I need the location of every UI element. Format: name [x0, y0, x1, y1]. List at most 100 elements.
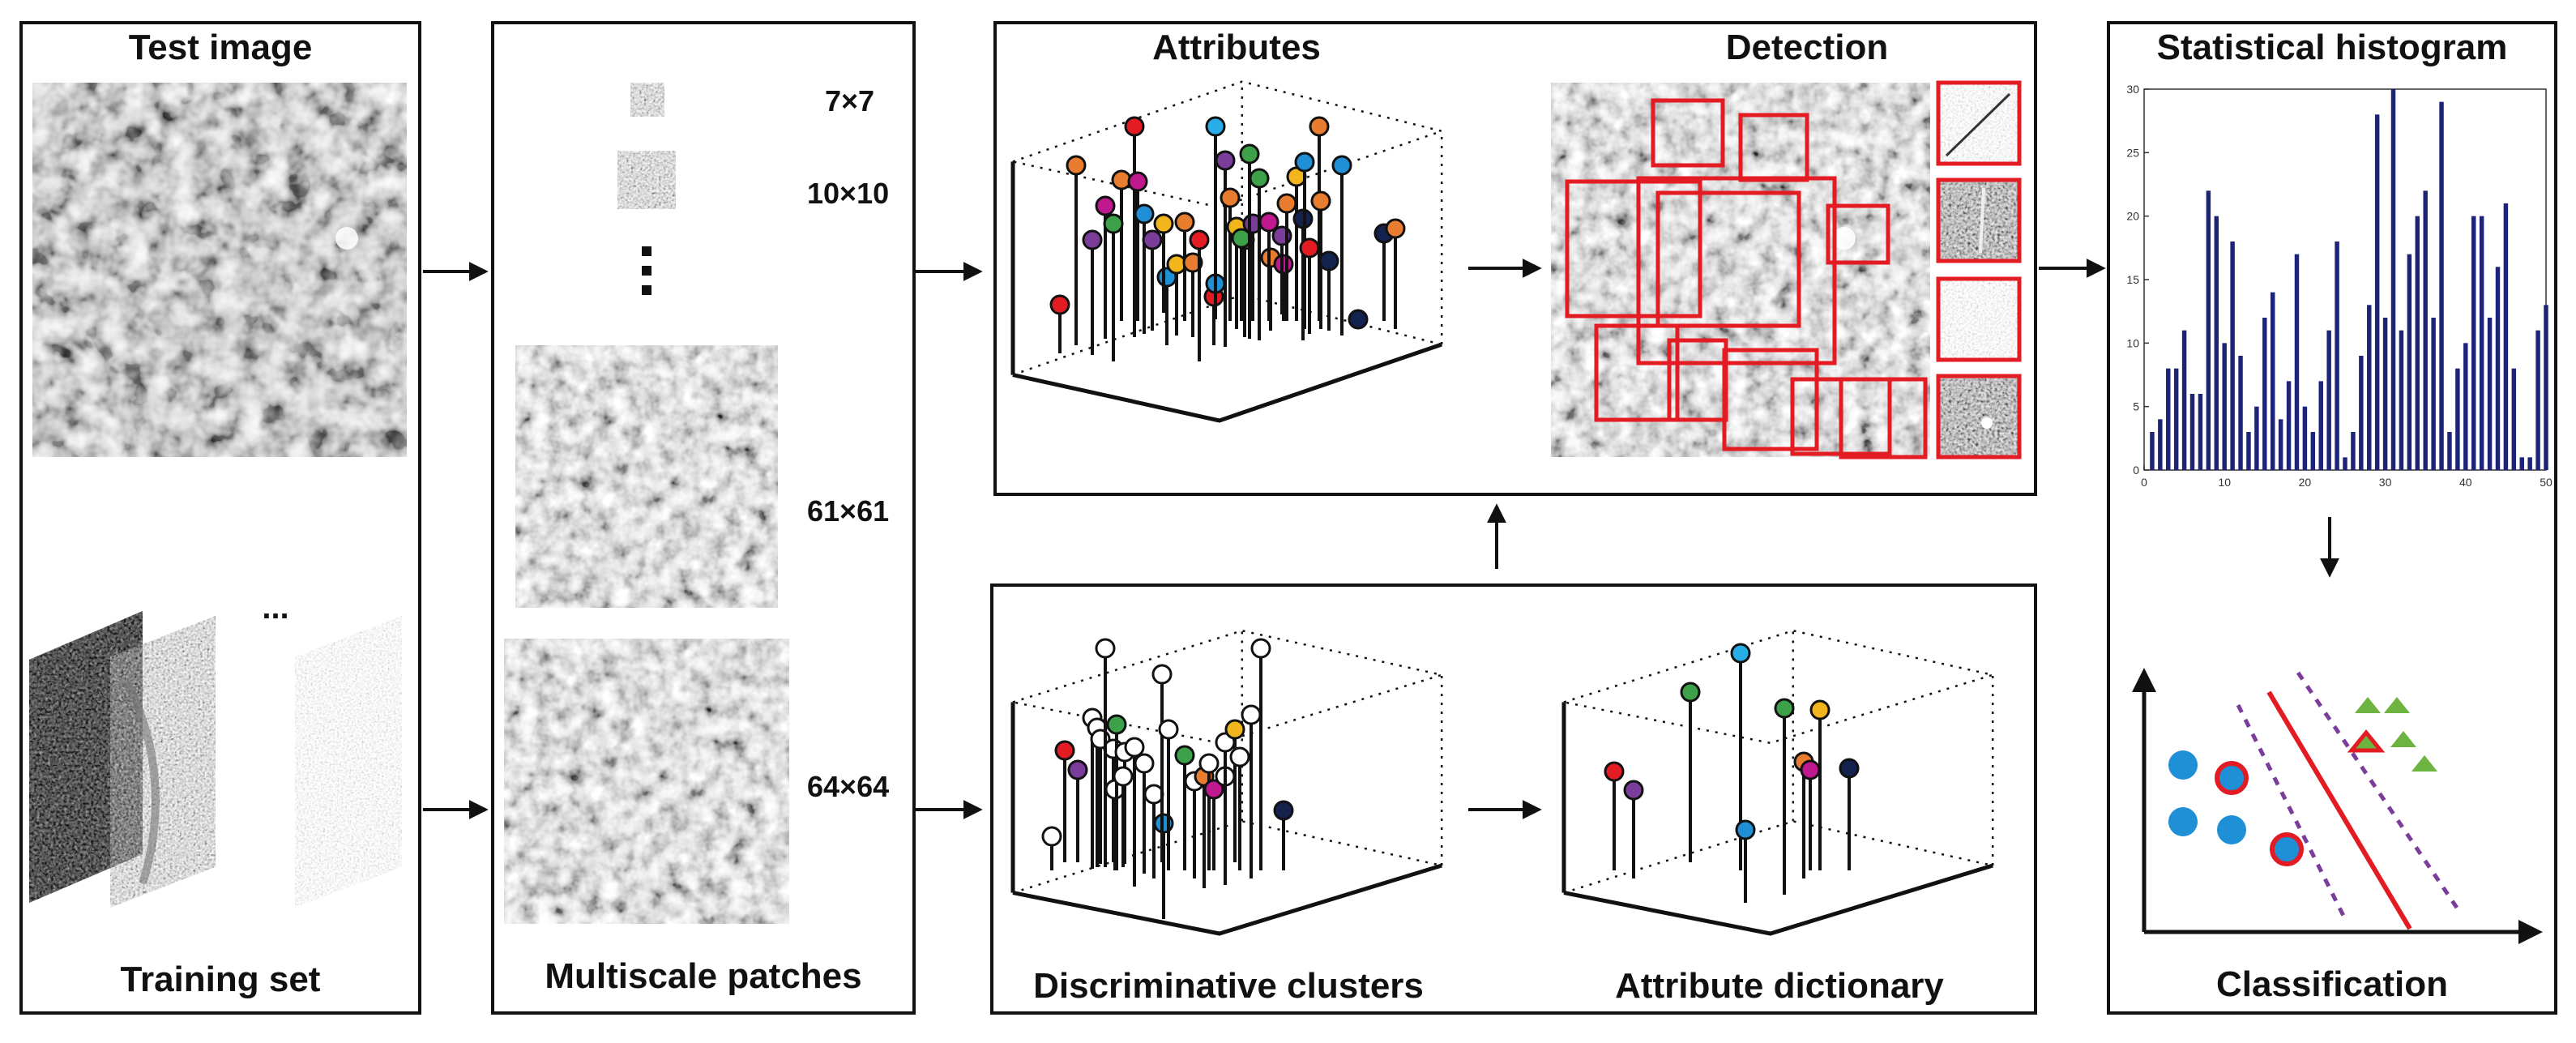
arrow-histogram-to-classification [2320, 517, 2339, 578]
histogram-bar [2246, 432, 2251, 470]
histogram-bar [2399, 330, 2404, 470]
clusters-title: Discriminative clusters [1033, 966, 1424, 1006]
classification-plot [2132, 668, 2543, 944]
arrow-patches-to-attributes [916, 262, 983, 281]
histogram-ytick-label: 20 [2126, 210, 2139, 223]
arrow-detection-to-histogram [2039, 259, 2106, 278]
histogram-bar [2479, 216, 2484, 470]
histogram-bar [2471, 216, 2476, 470]
histogram-bar [2286, 381, 2292, 470]
histogram-bar [2359, 356, 2364, 470]
histogram-bar [2447, 432, 2452, 470]
histogram-bar [2189, 394, 2195, 470]
histogram-bar [2407, 254, 2412, 470]
histogram-title: Statistical histogram [2156, 28, 2508, 67]
histogram-bar [2302, 406, 2308, 470]
arrow-clusters-to-dictionary [1468, 800, 1542, 819]
patch-7x7 [630, 83, 664, 117]
histogram-bar [2318, 381, 2323, 470]
histogram-bar [2310, 432, 2316, 470]
scale-label-61x61: 61×61 [807, 494, 890, 528]
arrow-training-to-patches [423, 800, 489, 819]
histogram-bar [2511, 368, 2517, 470]
dictionary-title: Attribute dictionary [1615, 966, 1944, 1006]
histogram-bar [2495, 267, 2501, 470]
histogram-bar [2487, 318, 2493, 470]
histogram-bar [2294, 254, 2300, 470]
training-image-2 [110, 616, 216, 908]
attributes-3d-plot [1010, 80, 1446, 423]
arrow-attributes-to-detection [1468, 259, 1542, 278]
histogram-xtick-label: 30 [2379, 476, 2392, 489]
histogram-bar [2463, 343, 2468, 470]
scale-label-7x7: 7×7 [825, 84, 875, 118]
histogram-bar [2439, 101, 2444, 471]
histogram-bar [2519, 457, 2524, 470]
histogram-bar [2415, 216, 2420, 470]
histogram-bar [2173, 368, 2179, 470]
histogram-bar [2527, 457, 2532, 470]
clusters-3d-plot [1010, 629, 1446, 936]
multiscale-title: Multiscale patches [545, 956, 862, 996]
histogram-bar [2455, 368, 2460, 470]
histogram-bar [2544, 305, 2548, 470]
test-image-title: Test image [128, 28, 313, 67]
histogram-bar [2535, 330, 2540, 470]
histogram-bar [2158, 419, 2163, 470]
histogram-ytick-label: 0 [2133, 464, 2139, 477]
histogram-bar [2238, 356, 2243, 470]
histogram-bar [2198, 394, 2203, 470]
histogram-bar [2230, 242, 2235, 470]
histogram-ytick-label: 5 [2133, 400, 2139, 413]
histogram-ytick-label: 10 [2126, 336, 2139, 349]
training-image-n [295, 616, 402, 908]
histogram-bar [2270, 292, 2275, 470]
histogram-bar [2206, 190, 2211, 471]
histogram-bar [2214, 216, 2219, 470]
patch-61x61 [515, 345, 778, 608]
arrow-dictionary-to-attributes [1487, 503, 1506, 569]
histogram-xtick-label: 10 [2218, 476, 2231, 489]
arrow-patches-to-clusters [916, 800, 983, 819]
training-ellipsis: ... [262, 590, 289, 626]
histogram-xtick-label: 20 [2299, 476, 2312, 489]
histogram-bar [2382, 318, 2388, 470]
detected-patch-4 [1936, 374, 2022, 460]
histogram-bar [2343, 457, 2347, 470]
histogram-bar [2351, 432, 2356, 470]
attributes-title: Attributes [1152, 28, 1321, 67]
histogram-bar [2181, 330, 2187, 470]
histogram-bar [2278, 419, 2283, 470]
histogram-bar [2222, 343, 2227, 470]
histogram-bar [2262, 318, 2267, 470]
histogram-bar [2326, 330, 2331, 470]
histogram-bar [2166, 368, 2171, 470]
patch-ellipsis [642, 246, 651, 295]
dictionary-3d-plot [1561, 629, 1997, 936]
training-set-title: Training set [120, 960, 321, 999]
patch-64x64 [504, 639, 789, 924]
detection-title: Detection [1725, 28, 1889, 67]
histogram-bar [2374, 114, 2380, 471]
class-b-points [2347, 697, 2437, 772]
histogram-bar [2335, 242, 2339, 470]
histogram-classification-panel [2107, 21, 2557, 1015]
patch-10x10 [617, 151, 676, 209]
class-a-points [2168, 750, 2304, 866]
scale-label-64x64: 64×64 [807, 770, 890, 803]
detection-image [1551, 83, 1930, 460]
histogram-bar [2254, 406, 2259, 470]
test-image [32, 83, 407, 457]
histogram-xtick-label: 40 [2459, 476, 2472, 489]
histogram-ytick-label: 30 [2126, 83, 2139, 96]
detected-patch-1 [1936, 80, 2022, 166]
detected-patch-2 [1936, 177, 2022, 263]
histogram-bar [2503, 203, 2509, 470]
arrow-test-to-patches [423, 262, 489, 281]
histogram-ytick-label: 25 [2126, 146, 2139, 159]
histogram-ytick-label: 15 [2126, 273, 2139, 286]
scale-label-10x10: 10×10 [807, 177, 890, 210]
histogram-bar [2390, 89, 2396, 470]
histogram-bar [2150, 432, 2155, 470]
